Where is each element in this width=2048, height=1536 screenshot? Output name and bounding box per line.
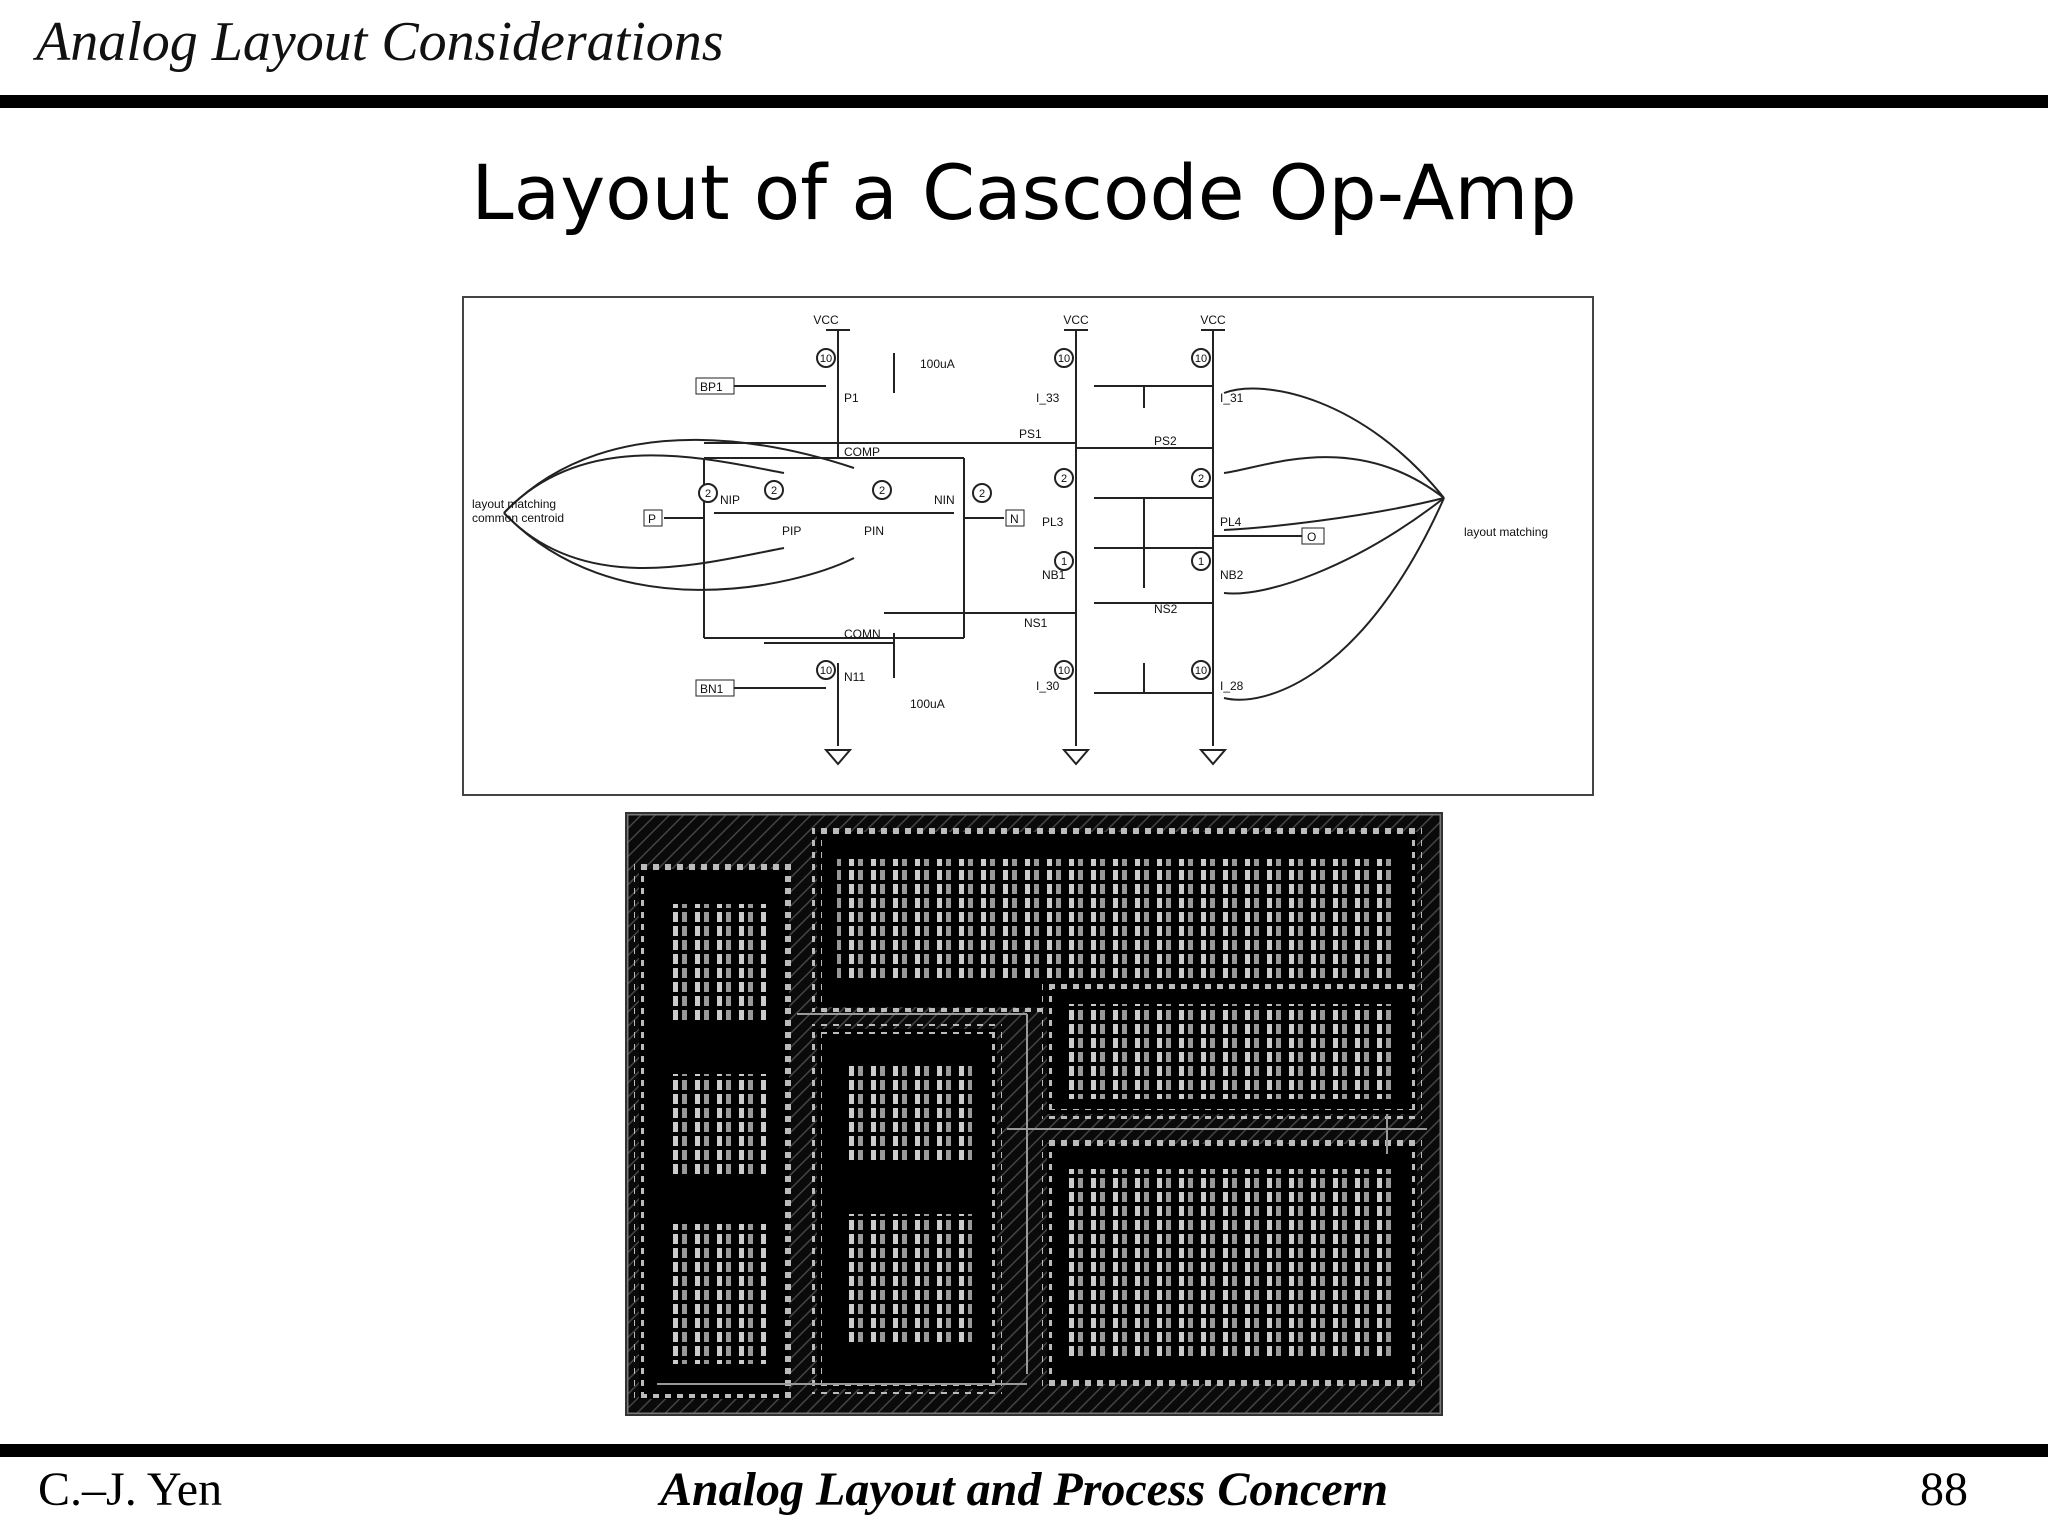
m-circle-i33	[1054, 348, 1074, 368]
svg-text:2: 2	[771, 485, 777, 497]
svg-text:NS2: NS2	[1154, 602, 1178, 616]
vcc-label-1: VCC	[813, 313, 839, 327]
svg-text:100uA: 100uA	[920, 357, 955, 371]
m-circle-pl4	[1191, 468, 1211, 488]
schematic-figure: 10 10 10 10 2 2 1 1 10 10 2 2 2 2 VCC VC…	[462, 296, 1594, 796]
svg-text:2: 2	[979, 488, 985, 500]
svg-text:2: 2	[879, 485, 885, 497]
bp1-label: BP1	[700, 380, 723, 394]
layout-pattern	[625, 812, 1443, 1416]
footer-author: C.–J. Yen	[38, 1463, 223, 1516]
m-circle-pin	[872, 480, 892, 500]
m-circle-n11	[816, 660, 836, 680]
vcc-label-2: VCC	[1063, 313, 1089, 327]
svg-text:2: 2	[1198, 473, 1204, 485]
svg-text:PL4: PL4	[1220, 515, 1242, 529]
m-circle-nb1	[1054, 551, 1074, 571]
m-circle-pip	[764, 480, 784, 500]
svg-text:NIN: NIN	[934, 493, 955, 507]
schematic-diagram: 10 10 10 10 2 2 1 1 10 10 2 2 2 2 VCC VC…	[472, 313, 1548, 766]
footer-course-title: Analog Layout and Process Concern	[659, 1463, 1389, 1516]
svg-text:10: 10	[820, 353, 832, 365]
page-number: 88	[1920, 1463, 1968, 1516]
svg-text:I_33: I_33	[1036, 391, 1060, 405]
svg-text:PS2: PS2	[1154, 434, 1177, 448]
svg-text:NS1: NS1	[1024, 616, 1048, 630]
m-circle-i28	[1191, 660, 1211, 680]
p-input-label: P	[648, 512, 656, 526]
svg-text:layout matching: layout matching	[472, 497, 556, 511]
svg-text:1: 1	[1198, 556, 1204, 568]
svg-text:2: 2	[705, 488, 711, 500]
m-circle-nin	[972, 483, 992, 503]
svg-text:layout matching: layout matching	[1464, 525, 1548, 539]
bottom-rule	[0, 1444, 2048, 1457]
svg-text:common centroid: common centroid	[472, 511, 564, 525]
m-circle-i31	[1191, 348, 1211, 368]
svg-text:NB1: NB1	[1042, 568, 1066, 582]
svg-text:10: 10	[1195, 665, 1207, 677]
m-circle-i30	[1054, 660, 1074, 680]
svg-text:10: 10	[1058, 665, 1070, 677]
n-input-label: N	[1010, 512, 1019, 526]
svg-text:PS1: PS1	[1019, 427, 1042, 441]
svg-text:N11: N11	[844, 670, 865, 684]
m-circle-pl3	[1054, 468, 1074, 488]
svg-text:10: 10	[1058, 353, 1070, 365]
svg-text:100uA: 100uA	[910, 697, 945, 711]
svg-text:NIP: NIP	[720, 493, 740, 507]
vcc-label-3: VCC	[1200, 313, 1226, 327]
bn1-label: BN1	[700, 682, 724, 696]
header-title: Analog Layout Considerations	[36, 11, 724, 73]
svg-text:I_30: I_30	[1036, 679, 1060, 693]
svg-text:COMN: COMN	[844, 627, 881, 641]
svg-text:I_28: I_28	[1220, 679, 1244, 693]
svg-text:10: 10	[820, 665, 832, 677]
svg-text:10: 10	[1195, 353, 1207, 365]
m-circle-nb2	[1191, 551, 1211, 571]
svg-text:PL3: PL3	[1042, 515, 1064, 529]
svg-text:1: 1	[1061, 556, 1067, 568]
m-circle-p1	[816, 348, 836, 368]
svg-text:I_31: I_31	[1220, 391, 1244, 405]
layout-image	[625, 812, 1443, 1416]
top-rule	[0, 95, 2048, 108]
svg-text:PIN: PIN	[864, 524, 884, 538]
svg-text:PIP: PIP	[782, 524, 801, 538]
o-output-label: O	[1307, 530, 1316, 544]
m-circle-nip	[698, 483, 718, 503]
svg-text:P1: P1	[844, 391, 859, 405]
svg-text:2: 2	[1061, 473, 1067, 485]
svg-text:COMP: COMP	[844, 445, 880, 459]
svg-text:NB2: NB2	[1220, 568, 1244, 582]
slide-title: Layout of a Cascode Op-Amp	[471, 148, 1577, 237]
